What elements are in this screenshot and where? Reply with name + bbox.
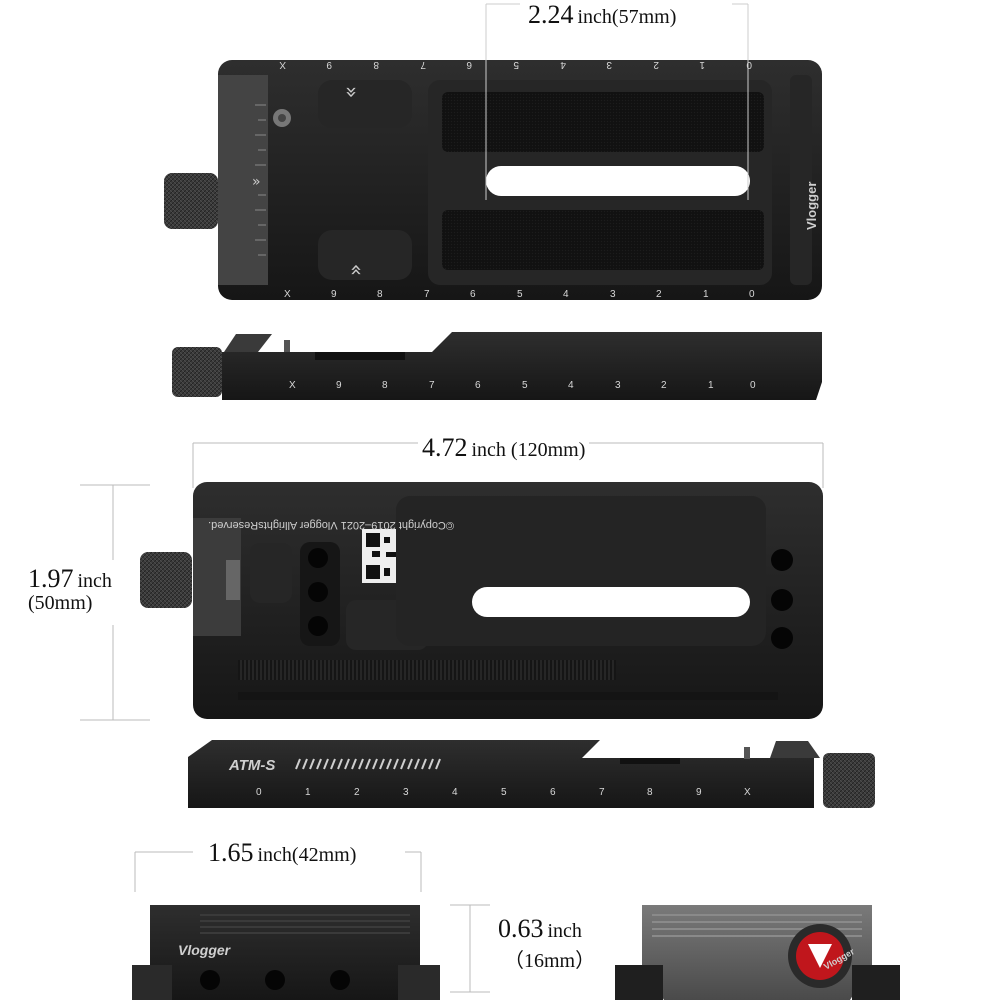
tick-label: 0	[256, 787, 262, 798]
tick-label: 7	[424, 289, 430, 300]
side-view-plate: X 9 8 7 6 5 4 3 2 1 0	[172, 332, 822, 400]
tick-label: 6	[475, 380, 481, 391]
grip-pad	[442, 92, 764, 152]
dimension-label-height: 0.63 inch （16mm）	[498, 914, 596, 973]
tick-label: 6	[550, 787, 556, 798]
tick-label: 3	[403, 787, 409, 798]
tick-label: 9	[326, 59, 332, 70]
tick-label: 1	[708, 380, 714, 391]
dimension-label-length: 4.72 inch (120mm)	[418, 433, 590, 463]
tick-label: 9	[331, 289, 337, 300]
tick-label: 7	[429, 380, 435, 391]
svg-text:»: »	[252, 174, 261, 190]
tick-label: 0	[750, 380, 756, 391]
tick-label: 4	[560, 59, 566, 70]
tick-label: 1	[703, 289, 709, 300]
tick-label: 2	[653, 59, 659, 70]
copyright-text: ©Copyright 2019–2021 Vlogger AllrightsRe…	[208, 519, 454, 531]
tick-label: X	[289, 380, 296, 391]
tick-label: 2	[661, 380, 667, 391]
knob-icon	[164, 173, 218, 229]
tick-label: 2	[354, 787, 360, 798]
tick-label: X	[279, 59, 286, 70]
side-view-plate-2: ATM-S 0 1 2 3 4 5 6 7 8 9	[188, 740, 875, 808]
tick-label: 7	[420, 59, 426, 70]
rack-teeth	[238, 660, 616, 680]
tick-label: 5	[522, 380, 528, 391]
tick-label: 1	[699, 59, 705, 70]
tick-label: 0	[746, 59, 752, 70]
tick-label: 7	[599, 787, 605, 798]
tick-label: X	[744, 787, 751, 798]
tick-label: 8	[647, 787, 653, 798]
tick-label: 8	[377, 289, 383, 300]
tick-label: 8	[382, 380, 388, 391]
model-label: ATM-S	[228, 757, 275, 774]
tick-label: 9	[696, 787, 702, 798]
svg-text:»: »	[340, 86, 364, 98]
tick-label: 3	[615, 380, 621, 391]
mounting-slot	[472, 587, 750, 617]
tick-label: 4	[563, 289, 569, 300]
scale-bottom: X 9 8 7 6 5 4 3 2 1 0	[284, 289, 755, 300]
grip-pad	[442, 210, 764, 270]
dimension-label-clamp: 1.65 inch(42mm)	[204, 838, 361, 868]
tick-label: 1	[305, 787, 311, 798]
tick-label: 9	[336, 380, 342, 391]
dimension-label-slot: 2.24 inch(57mm)	[528, 0, 677, 29]
tick-label: 3	[606, 59, 612, 70]
tick-label: 4	[568, 380, 574, 391]
tick-label: 5	[501, 787, 507, 798]
dimension-label-width: 1.97 inch (50mm)	[28, 564, 112, 615]
tick-label: X	[284, 289, 291, 300]
tick-label: 5	[513, 59, 519, 70]
knob-icon	[823, 753, 875, 808]
tick-label: 3	[610, 289, 616, 300]
tick-label: 6	[470, 289, 476, 300]
tick-label: 8	[373, 59, 379, 70]
tick-label: 0	[749, 289, 755, 300]
clamp-end-grey: Vlogger	[615, 905, 900, 1000]
mounting-slot	[486, 166, 750, 196]
scale-top: X 9 8 7 6 5 4 3 2 1 0	[279, 59, 752, 70]
brand-logo: Vlogger	[804, 182, 819, 230]
brand-logo: Vlogger	[178, 942, 232, 958]
tick-label: 2	[656, 289, 662, 300]
tick-label: 5	[517, 289, 523, 300]
clamp-end-dark: Vlogger	[132, 851, 440, 1000]
svg-text:»: »	[343, 264, 367, 276]
top-view-plate: » » » Vlogger X 9 8 7 6 5 4 3 2 1 0 X 9 …	[164, 59, 822, 300]
tick-label: 4	[452, 787, 458, 798]
bottom-view-plate: ©Copyright 2019–2021 Vlogger AllrightsRe…	[80, 442, 824, 721]
knob-icon	[172, 347, 222, 397]
release-lever	[218, 75, 268, 285]
tick-label: 6	[466, 59, 472, 70]
knob-icon	[140, 552, 192, 608]
